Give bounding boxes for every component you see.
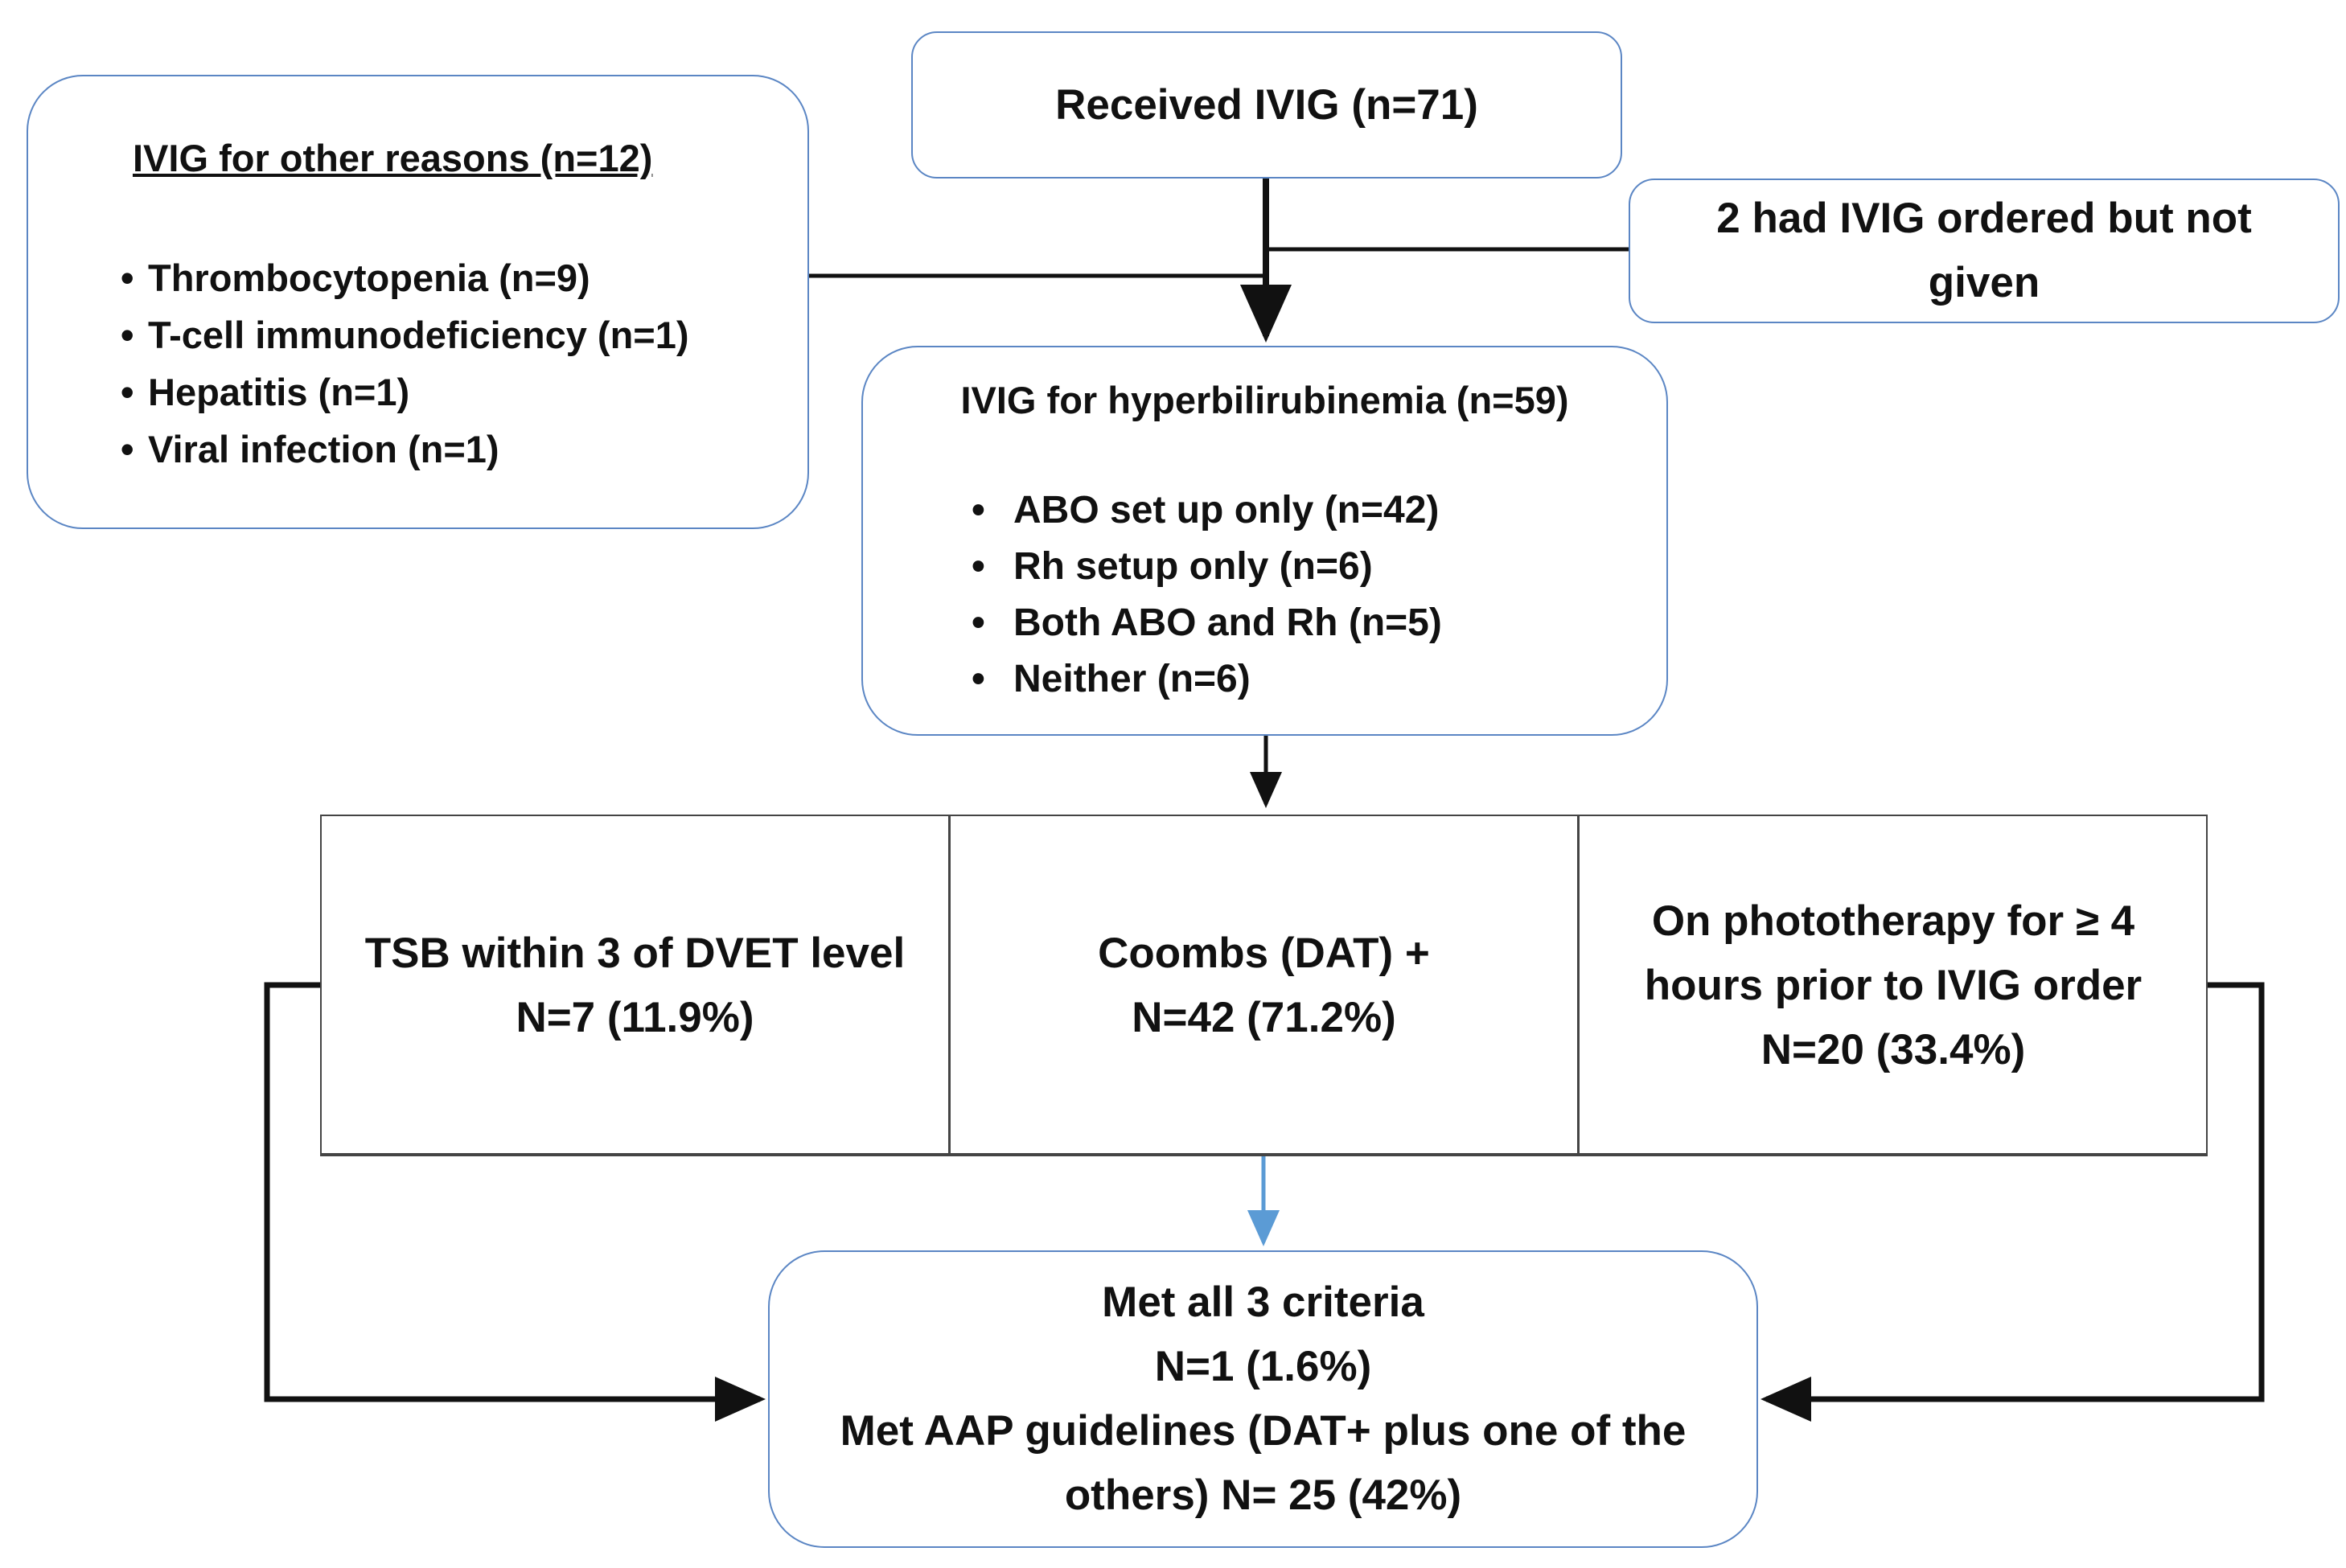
hyperbilirubinemia-title: IVIG for hyperbilirubinemia (n=59) [960,379,1569,421]
criteria-cell-tsb: TSB within 3 of DVET level N=7 (11.9%) [320,815,950,1156]
not-given-box: 2 had IVIG ordered but not given [1629,179,2340,323]
list-item: Hepatitis (n=1) [121,363,689,421]
result-line3: Met AAP guidelines (DAT+ plus one of the [840,1407,1687,1455]
right-bracket-arrow [1761,982,2265,1422]
result-box: Met all 3 criteria N=1 (1.6%) Met AAP gu… [768,1250,1758,1548]
list-item: Both ABO and Rh (n=5) [972,595,1442,651]
result-line2: N=1 (1.6%) [1154,1343,1372,1390]
list-item: T-cell immunodeficiency (n=1) [121,306,689,363]
photo-line1: On phototherapy for ≥ 4 [1651,897,2135,945]
criteria-cell-coombs: Coombs (DAT) + N=42 (71.2%) [950,815,1578,1156]
received-ivig-label: Received IVIG (n=71) [1055,81,1478,129]
list-item: ABO set up only (n=42) [972,482,1442,539]
result-line1: Met all 3 criteria [1102,1279,1424,1326]
criteria-divider [1577,815,1580,1156]
tsb-line2: N=7 (11.9%) [516,993,754,1041]
list-item: Thrombocytopenia (n=9) [121,249,689,306]
photo-line3: N=20 (33.4%) [1761,1025,2026,1073]
other-reasons-title: IVIG for other reasons (n=12) [133,137,653,179]
hyperbilirubinemia-box: IVIG for hyperbilirubinemia (n=59) ABO s… [861,346,1668,736]
tsb-line1: TSB within 3 of DVET level [364,929,906,977]
criteria-cell-phototherapy: On phototherapy for ≥ 4 hours prior to I… [1579,815,2208,1156]
not-given-line1: 2 had IVIG ordered but not [1716,195,2252,242]
list-item: Rh setup only (n=6) [972,539,1442,595]
other-reasons-box: IVIG for other reasons (n=12) Thrombocyt… [27,75,809,529]
received-ivig-box: Received IVIG (n=71) [911,31,1622,179]
result-line4: others) N= 25 (42%) [1064,1472,1462,1519]
list-item: Neither (n=6) [972,651,1442,708]
photo-line2: hours prior to IVIG order [1644,961,2143,1009]
not-given-line2: given [1928,259,2040,306]
list-item: Viral infection (n=1) [121,421,689,478]
hyperbilirubinemia-list: ABO set up only (n=42) Rh setup only (n=… [972,482,1442,708]
coombs-line2: N=42 (71.2%) [1132,993,1396,1041]
left-bracket-arrow [264,982,766,1422]
criteria-divider [948,815,951,1156]
coombs-line1: Coombs (DAT) + [1098,929,1430,977]
criteria-table [320,815,2208,1156]
other-reasons-list: Thrombocytopenia (n=9) T-cell immunodefi… [121,249,689,478]
